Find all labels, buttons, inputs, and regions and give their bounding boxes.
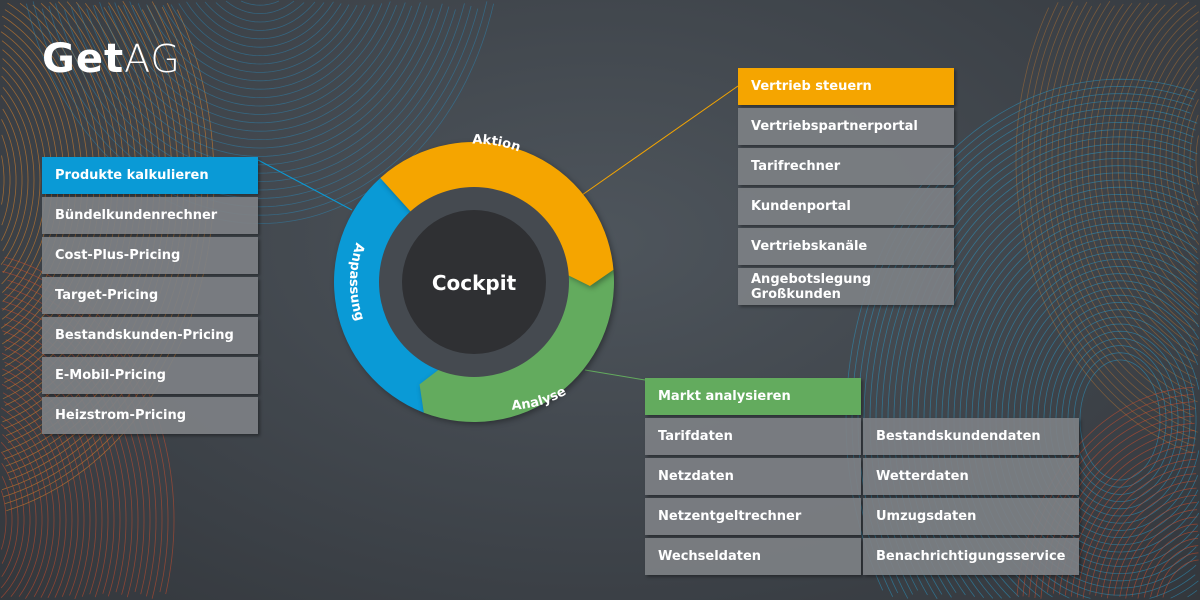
list-item[interactable]: Bestandskundendaten bbox=[863, 418, 1079, 455]
list-item[interactable]: Tarifrechner bbox=[738, 148, 954, 185]
list-item[interactable]: Umzugsdaten bbox=[863, 498, 1079, 535]
list-item[interactable]: Bündelkundenrechner bbox=[42, 197, 258, 234]
list-item[interactable]: Heizstrom-Pricing bbox=[42, 397, 258, 434]
list-item[interactable]: Tarifdaten bbox=[645, 418, 861, 455]
cockpit-center[interactable] bbox=[402, 210, 546, 354]
list-item[interactable]: Wechseldaten bbox=[645, 538, 861, 575]
connector-orange bbox=[581, 85, 739, 196]
list-item[interactable]: Benachrichtigungsservice bbox=[863, 538, 1079, 575]
logo: GetAG bbox=[42, 36, 181, 82]
segment-aktion[interactable] bbox=[380, 141, 614, 287]
markt-list: Markt analysieren Tarifdaten Netzdaten N… bbox=[645, 378, 861, 578]
wave-blue-topleft bbox=[26, 0, 494, 225]
markt-header[interactable]: Markt analysieren bbox=[645, 378, 861, 415]
list-item[interactable]: Vertriebspartnerportal bbox=[738, 108, 954, 145]
vertrieb-header[interactable]: Vertrieb steuern bbox=[738, 68, 954, 105]
cockpit-label: Cockpit bbox=[432, 271, 517, 295]
list-item[interactable]: Netzdaten bbox=[645, 458, 861, 495]
segment-label-anpassung: Anpassung bbox=[346, 241, 367, 323]
list-item[interactable]: Bestandskunden-Pricing bbox=[42, 317, 258, 354]
list-item[interactable]: Angebotslegung Großkunden bbox=[738, 268, 954, 305]
produkte-header[interactable]: Produkte kalkulieren bbox=[42, 157, 258, 194]
list-item[interactable]: Cost-Plus-Pricing bbox=[42, 237, 258, 274]
list-item[interactable]: Target-Pricing bbox=[42, 277, 258, 314]
list-item[interactable]: E-Mobil-Pricing bbox=[42, 357, 258, 394]
connector-green bbox=[584, 369, 646, 381]
list-item[interactable]: Netzentgeltrechner bbox=[645, 498, 861, 535]
list-item[interactable]: Vertriebskanäle bbox=[738, 228, 954, 265]
wave-orange-right bbox=[1015, 0, 1200, 454]
list-item[interactable]: Wetterdaten bbox=[863, 458, 1079, 495]
vertrieb-list: Vertrieb steuern Vertriebspartnerportal … bbox=[738, 68, 954, 308]
produkte-list: Produkte kalkulieren Bündelkundenrechner… bbox=[42, 157, 258, 437]
list-item[interactable]: Kundenportal bbox=[738, 188, 954, 225]
connector-blue bbox=[257, 159, 353, 211]
markt-list-col2: Bestandskundendaten Wetterdaten Umzugsda… bbox=[863, 418, 1079, 578]
